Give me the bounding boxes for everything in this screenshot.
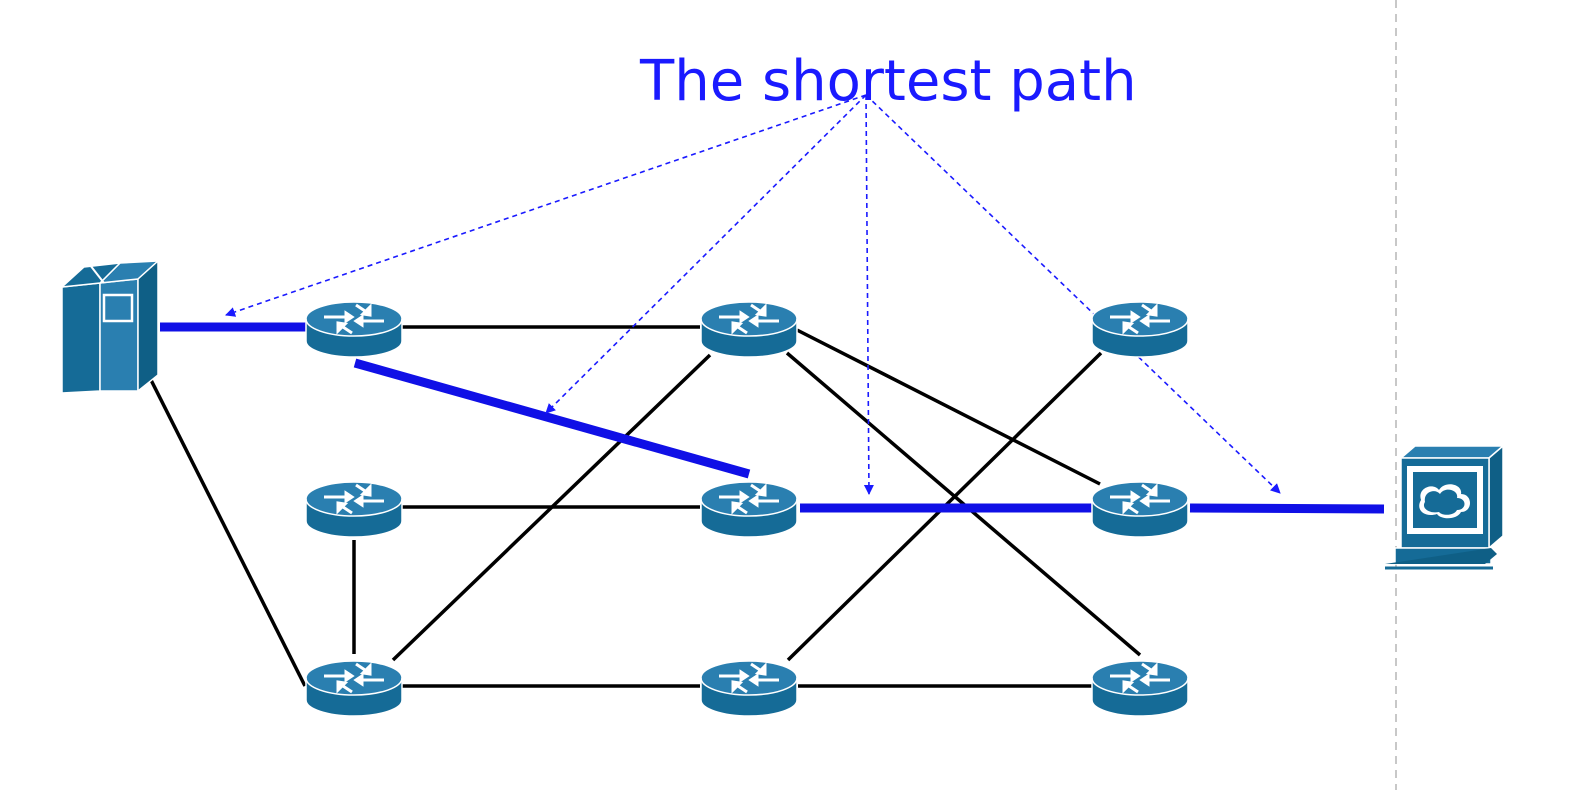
link-r2-r6 (796, 328, 1101, 486)
annotation-arrow-r5-r6 (863, 94, 874, 495)
router-icon (305, 301, 403, 358)
diagram-title: The shortest path (640, 49, 1137, 114)
workstation-icon (1385, 444, 1506, 570)
router-icon (1091, 660, 1189, 717)
router-icon (1091, 301, 1189, 358)
router-icon (305, 660, 403, 717)
nodes-layer (59, 259, 1506, 717)
server-icon (59, 259, 161, 394)
router-icon (1091, 481, 1189, 538)
router-icon (700, 481, 798, 538)
shortest-path-link-r1-r5 (353, 358, 751, 479)
annotation-arrow-server-r1 (225, 94, 867, 317)
link-server-r7 (148, 377, 307, 687)
annotation-arrow-r6-client (865, 94, 1281, 494)
shortest-path-link-r6-client (1189, 503, 1385, 514)
router-icon (700, 660, 798, 717)
links-layer (148, 322, 1385, 688)
router-icon (305, 481, 403, 538)
annotation-arrows (225, 94, 1281, 495)
annotation-arrow-r1-r5 (545, 94, 867, 414)
router-icon (700, 301, 798, 358)
